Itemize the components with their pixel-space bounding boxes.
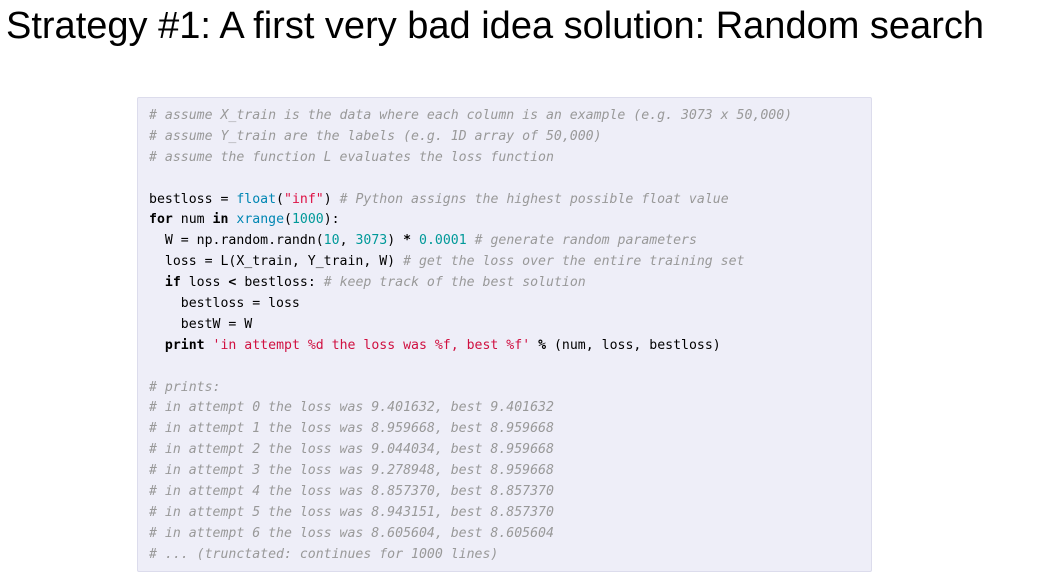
code-token-num: 10 [323, 233, 340, 249]
code-token-comment: # prints: [149, 379, 221, 395]
code-token-comment: # get the loss over the entire training … [403, 254, 745, 270]
code-token [467, 233, 475, 248]
code-line: print 'in attempt %d the loss was %f, be… [149, 336, 871, 357]
code-token: ( [276, 191, 284, 207]
code-token-comment: # assume Y_train are the labels (e.g. 1D… [149, 128, 602, 144]
code-token-kw: print [164, 337, 205, 353]
code-token: ) [387, 233, 404, 249]
code-token: ) [323, 191, 340, 207]
code-token: bestloss: [236, 275, 324, 291]
code-token-op: < [228, 275, 237, 291]
code-line: ​ [149, 357, 871, 378]
code-token-comment: # assume the function L evaluates the lo… [149, 149, 554, 165]
code-token: num [172, 212, 213, 228]
code-token: ( [284, 212, 292, 228]
code-token-kw: for [149, 212, 173, 228]
code-token-num: 1000 [291, 212, 324, 228]
code-line: # in attempt 1 the loss was 8.959668, be… [149, 419, 871, 440]
code-token-comment: # in attempt 3 the loss was 9.278948, be… [149, 463, 554, 479]
code-token-comment: # in attempt 1 the loss was 8.959668, be… [149, 421, 554, 437]
code-token-kw: in [212, 212, 229, 228]
code-token-comment: # assume X_train is the data where each … [149, 108, 793, 123]
code-token-builtin: xrange [236, 212, 285, 228]
code-token-kw: if [164, 275, 181, 291]
code-token: bestW = W [149, 316, 253, 332]
code-line: # assume X_train is the data where each … [149, 106, 871, 127]
code-line: for num in xrange(1000): [149, 210, 871, 231]
code-line: ​ [149, 169, 871, 190]
code-line: bestW = W [149, 315, 871, 336]
code-token-comment: # ... (trunctated: continues for 1000 li… [149, 546, 499, 562]
code-token-comment: # in attempt 0 the loss was 9.401632, be… [149, 400, 554, 416]
code-line: if loss < bestloss: # keep track of the … [149, 273, 871, 294]
code-token-op: % [538, 337, 547, 353]
code-line: # in attempt 6 the loss was 8.605604, be… [149, 524, 871, 545]
code-line: loss = L(X_train, Y_train, W) # get the … [149, 252, 871, 273]
code-token-comment: # in attempt 2 the loss was 9.044034, be… [149, 442, 554, 458]
code-token [149, 338, 165, 353]
code-token-comment: # Python assigns the highest possible fl… [339, 191, 729, 207]
code-token-num: 3073 [355, 233, 388, 249]
code-token [149, 275, 165, 290]
code-token [205, 338, 213, 353]
code-token: loss = L(X_train, Y_train, W) [149, 254, 404, 270]
code-line: # prints: [149, 378, 871, 399]
code-line: # ... (trunctated: continues for 1000 li… [149, 545, 871, 566]
code-token-num: 0.0001 [419, 233, 467, 249]
code-line: # assume the function L evaluates the lo… [149, 148, 871, 169]
slide-title: Strategy #1: A first very bad idea solut… [6, 5, 984, 47]
code-token-comment: # keep track of the best solution [323, 275, 586, 291]
code-line: # in attempt 2 the loss was 9.044034, be… [149, 440, 871, 461]
code-line: # assume Y_train are the labels (e.g. 1D… [149, 127, 871, 148]
code-token-str: "inf" [284, 191, 324, 207]
code-token-comment: # in attempt 5 the loss was 8.943151, be… [149, 504, 554, 520]
code-token [530, 338, 538, 353]
code-block: # assume X_train is the data where each … [137, 97, 872, 572]
code-token: bestloss = [149, 191, 237, 207]
code-token: , [339, 233, 356, 249]
code-token: ): [323, 212, 340, 228]
code-token-str-alt: 'in attempt %d the loss was %f, best %f' [212, 337, 531, 353]
code-token: (num, loss, bestloss) [546, 337, 721, 353]
code-token: loss [180, 275, 229, 291]
code-line: bestloss = loss [149, 294, 871, 315]
code-line: W = np.random.randn(10, 3073) * 0.0001 #… [149, 231, 871, 252]
code-line: # in attempt 3 the loss was 9.278948, be… [149, 461, 871, 482]
code-line: # in attempt 5 the loss was 8.943151, be… [149, 503, 871, 524]
code-token-comment: # in attempt 6 the loss was 8.605604, be… [149, 525, 554, 541]
code-line: # in attempt 0 the loss was 9.401632, be… [149, 398, 871, 419]
code-token-op: * [403, 233, 412, 249]
code-token-builtin: float [236, 191, 277, 207]
code-token-comment: # generate random parameters [474, 233, 697, 249]
code-token-comment: # in attempt 4 the loss was 8.857370, be… [149, 484, 554, 500]
code-token: bestloss = loss [149, 296, 300, 312]
code-line: bestloss = float("inf") # Python assigns… [149, 190, 871, 211]
code-token [411, 233, 419, 248]
code-token: W = np.random.randn( [149, 233, 324, 249]
code-line: # in attempt 4 the loss was 8.857370, be… [149, 482, 871, 503]
